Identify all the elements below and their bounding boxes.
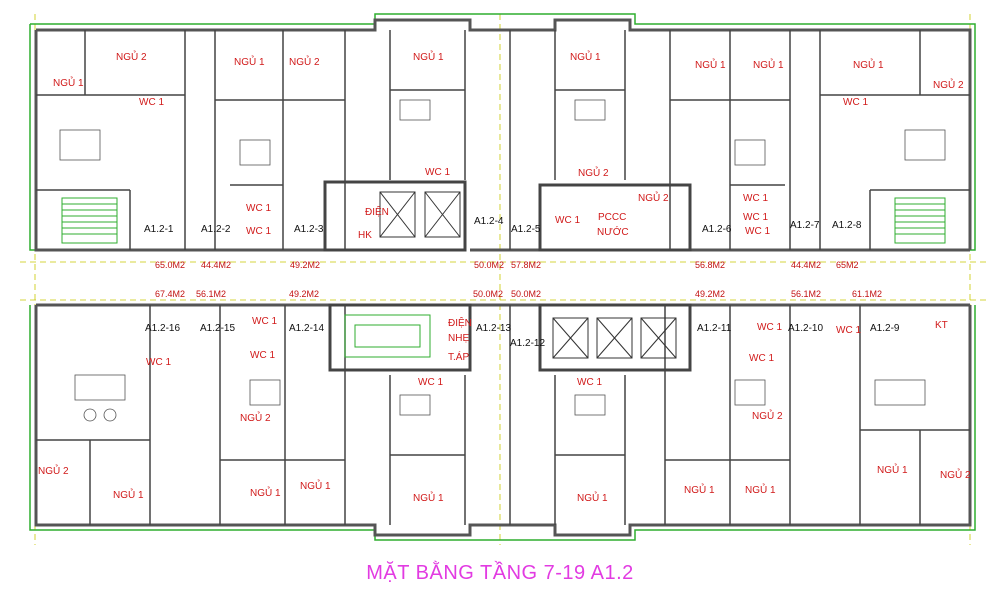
room-label: WC 1	[246, 203, 271, 214]
area-label: 49.2M2	[695, 289, 726, 299]
room-label: WC 1	[577, 377, 602, 388]
core-upper	[323, 180, 692, 252]
unit-label: A1.2-6	[702, 224, 732, 235]
room-label: NGỦ 1	[570, 52, 601, 63]
unit-label: A1.2-14	[289, 323, 325, 334]
unit-label: A1.2-13	[476, 323, 512, 334]
room-label: NGỦ 1	[53, 78, 84, 89]
room-label: NGỦ 2	[38, 466, 69, 477]
room-label: ĐIỆN	[448, 318, 472, 329]
unit-label: A1.2-11	[697, 323, 732, 334]
unit-label: A1.2-8	[832, 220, 862, 231]
room-label: NGỦ 1	[753, 60, 784, 71]
room-label: NGỦ 2	[752, 411, 783, 422]
room-label: NHẸ	[448, 333, 470, 344]
room-label: NGỦ 1	[113, 490, 144, 501]
room-label: WC 1	[555, 215, 580, 226]
room-label: WC 1	[836, 325, 861, 336]
room-label: WC 1	[745, 226, 770, 237]
room-label: WC 1	[757, 322, 782, 333]
room-label: PCCC	[598, 212, 627, 223]
area-label: 50.0M2	[474, 260, 505, 270]
area-label: 61.1M2	[852, 289, 883, 299]
unit-label: A1.2-12	[510, 338, 546, 349]
partitions-lower	[36, 305, 970, 525]
room-label: WC 1	[246, 226, 271, 237]
room-label: WC 1	[749, 353, 774, 364]
drawing-title: MẶT BẰNG TẦNG 7-19 A1.2	[366, 562, 634, 584]
unit-label: A1.2-4	[474, 216, 504, 227]
furniture	[59, 99, 946, 422]
room-label: WC 1	[843, 97, 868, 108]
room-label: NƯỚC	[597, 227, 629, 238]
grid-lines	[20, 14, 990, 545]
room-label: NGỦ 2	[638, 193, 669, 204]
room-label: WC 1	[425, 167, 450, 178]
room-label: NGỦ 2	[940, 470, 971, 481]
area-label: 50.0M2	[511, 289, 542, 299]
area-label: 50.0M2	[473, 289, 504, 299]
unit-label: A1.2-2	[201, 224, 231, 235]
walls	[34, 18, 972, 537]
room-label: NGỦ 2	[240, 413, 271, 424]
room-label: T.ÁP	[448, 352, 470, 363]
area-label: 49.2M2	[289, 289, 320, 299]
room-label: NGỦ 1	[695, 60, 726, 71]
area-label: 44.4M2	[201, 260, 232, 270]
unit-label: A1.2-7	[790, 220, 820, 231]
unit-label: A1.2-16	[145, 323, 181, 334]
room-label: NGỦ 1	[853, 60, 884, 71]
core-lower	[328, 303, 692, 372]
area-label: 56.1M2	[791, 289, 822, 299]
room-label: WC 1	[146, 357, 171, 368]
area-label: 65M2	[836, 260, 859, 270]
area-label: 65.0M2	[155, 260, 186, 270]
room-label: NGỦ 1	[745, 485, 776, 496]
room-label: NGỦ 2	[933, 80, 964, 91]
area-label: 67.4M2	[155, 289, 186, 299]
room-label: WC 1	[743, 212, 768, 223]
room-label: NGỦ 1	[577, 493, 608, 504]
room-label: NGỦ 1	[684, 485, 715, 496]
area-label: 57.8M2	[511, 260, 542, 270]
room-label: WC 1	[743, 193, 768, 204]
room-label: NGỦ 1	[234, 57, 265, 68]
room-label: NGỦ 2	[116, 52, 147, 63]
unit-label: A1.2-15	[200, 323, 236, 334]
room-label: WC 1	[418, 377, 443, 388]
room-label: ĐIỆN	[365, 207, 389, 218]
area-label: 44.4M2	[791, 260, 822, 270]
elevators-upper	[379, 191, 461, 238]
room-label: NGỦ 1	[300, 481, 331, 492]
room-label: NGỦ 1	[250, 488, 281, 499]
unit-label: A1.2-9	[870, 323, 900, 334]
unit-label: A1.2-3	[294, 224, 324, 235]
room-label: NGỦ 1	[877, 465, 908, 476]
room-label: KT	[935, 320, 948, 331]
room-label: WC 1	[139, 97, 164, 108]
area-label: 56.8M2	[695, 260, 726, 270]
unit-label: A1.2-5	[511, 224, 541, 235]
room-label: NGỦ 1	[413, 52, 444, 63]
room-label: WC 1	[252, 316, 277, 327]
area-label: 56.1M2	[196, 289, 227, 299]
unit-label: A1.2-1	[144, 224, 174, 235]
room-label: WC 1	[250, 350, 275, 361]
partitions-upper	[36, 30, 970, 250]
unit-label: A1.2-10	[788, 323, 824, 334]
elevators-lower	[552, 317, 677, 359]
room-label: NGỦ 2	[578, 168, 609, 179]
room-label: NGỦ 1	[413, 493, 444, 504]
room-label: HK	[358, 230, 372, 241]
room-label: NGỦ 2	[289, 57, 320, 68]
area-label: 49.2M2	[290, 260, 321, 270]
stairs	[61, 197, 946, 358]
balcony-outline	[29, 13, 976, 541]
